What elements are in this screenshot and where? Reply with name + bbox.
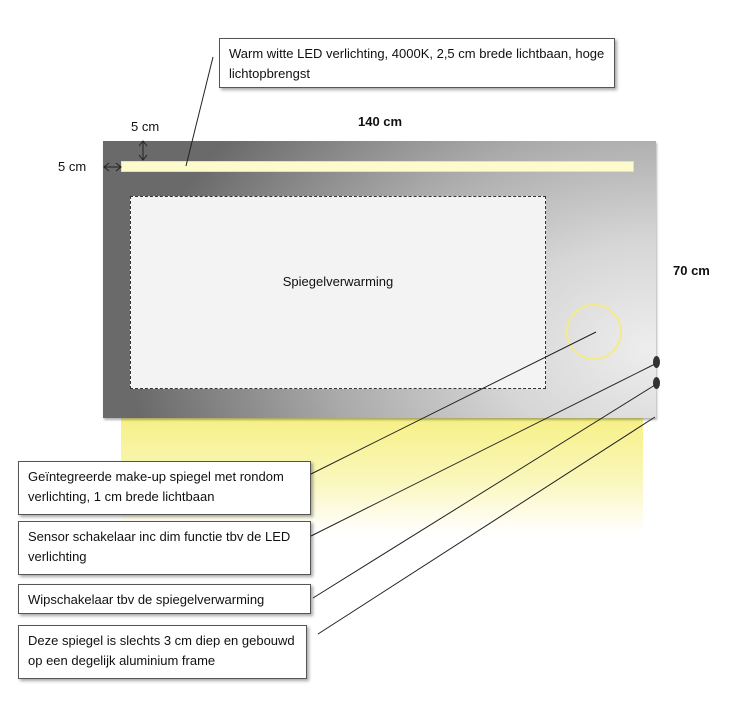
left-offset-dimension: 5 cm [58, 159, 87, 174]
callout-sensor: Sensor schakelaar inc dim functie tbv de… [18, 521, 311, 575]
callout-led: Warm witte LED verlichting, 4000K, 2,5 c… [219, 38, 615, 88]
heating-label: Spiegelverwarming [282, 274, 394, 289]
callout-makeup: Geïntegreerde make-up spiegel met rondom… [18, 461, 311, 515]
leader-line-makeup [310, 331, 597, 475]
left-offset-arrow-icon [103, 162, 122, 172]
sensor-switch-icon [653, 356, 660, 368]
makeup-mirror-ring [566, 304, 622, 360]
leader-line-depth [317, 416, 656, 635]
leader-line-sensor [310, 363, 656, 537]
width-dimension: 140 cm [358, 114, 403, 129]
callout-depth: Deze spiegel is slechts 3 cm diep en geb… [18, 625, 307, 679]
rocker-switch-icon [653, 377, 660, 389]
height-dimension: 70 cm [673, 263, 710, 278]
leader-line-rocker [312, 384, 656, 599]
heating-zone: Spiegelverwarming [130, 196, 546, 389]
callout-rocker: Wipschakelaar tbv de spiegelverwarming [18, 584, 311, 614]
led-strip [121, 161, 634, 172]
top-offset-arrow-icon [138, 140, 148, 161]
top-offset-dimension: 5 cm [131, 119, 160, 134]
leader-line-led [185, 56, 214, 167]
